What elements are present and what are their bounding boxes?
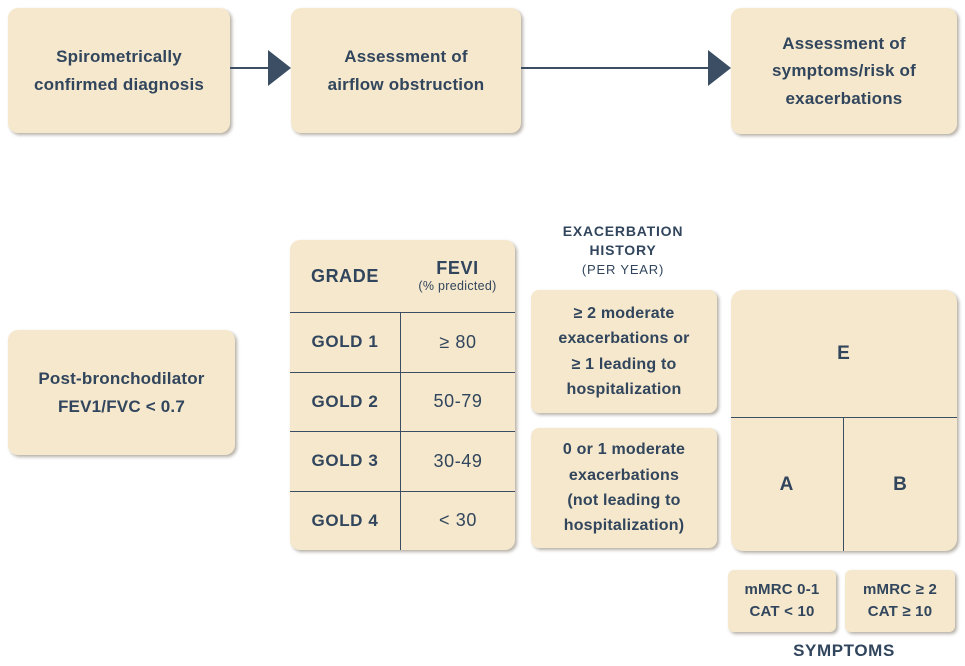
exacerbation-title-line3: (PER YEAR) bbox=[581, 261, 665, 277]
gold-4-grade-cell: GOLD 4 bbox=[311, 510, 379, 530]
fevi-header-subtext: (% predicted) bbox=[418, 279, 497, 294]
group-b-cell: B bbox=[844, 418, 957, 551]
high-risk-exacerbation-box: ≥ 2 moderate exacerbations or ≥ 1 leadin… bbox=[531, 290, 717, 413]
flow-step-confirmed-diagnosis-label: Spirometrically confirmed diagnosis bbox=[33, 47, 205, 94]
low-risk-exacerbation-box: 0 or 1 moderate exacerbations (not leadi… bbox=[531, 428, 717, 548]
exacerbation-title-line1: EXACERBATION bbox=[562, 223, 684, 239]
gold-2-value-cell: 50-79 bbox=[400, 372, 515, 431]
table-row: GOLD 1 ≥ 80 bbox=[290, 312, 515, 372]
gold-3-grade-cell: GOLD 3 bbox=[311, 451, 379, 471]
fevi-column-header: FEVI (% predicted) bbox=[400, 258, 515, 295]
gold-3-value-cell: 30-49 bbox=[400, 432, 515, 491]
exacerbation-history-title: EXACERBATION HISTORY (PER YEAR) bbox=[523, 222, 723, 279]
grade-table-header: GRADE FEVI (% predicted) bbox=[290, 240, 515, 312]
group-a-cell: A bbox=[731, 418, 844, 551]
symptoms-low-box: mMRC 0-1 CAT < 10 bbox=[728, 570, 836, 632]
symptoms-axis-label: SYMPTOMS bbox=[793, 641, 895, 660]
symptoms-low-label: mMRC 0-1 CAT < 10 bbox=[744, 580, 820, 621]
gold-2-grade-cell: GOLD 2 bbox=[311, 391, 379, 411]
gold-1-grade-cell: GOLD 1 bbox=[311, 332, 379, 352]
gold-grade-table: GRADE FEVI (% predicted) GOLD 1 ≥ 80 GOL… bbox=[290, 240, 515, 550]
group-a-label: A bbox=[779, 473, 795, 495]
flow-step-confirmed-diagnosis: Spirometrically confirmed diagnosis bbox=[8, 8, 230, 133]
group-b-label: B bbox=[893, 473, 908, 495]
flow-arrow-2-line bbox=[521, 67, 711, 69]
fevi-header-label: FEVI bbox=[436, 257, 479, 278]
high-risk-exacerbation-label: ≥ 2 moderate exacerbations or ≥ 1 leadin… bbox=[558, 304, 690, 398]
gold-4-value-cell: < 30 bbox=[400, 491, 515, 550]
flow-arrow-1-line bbox=[230, 67, 272, 69]
flow-arrow-2-right-icon bbox=[708, 50, 731, 86]
table-row: GOLD 2 50-79 bbox=[290, 371, 515, 431]
symptoms-high-box: mMRC ≥ 2 CAT ≥ 10 bbox=[845, 570, 955, 632]
table-row: GOLD 4 < 30 bbox=[290, 490, 515, 550]
abe-assessment-grid: E A B bbox=[731, 290, 957, 551]
table-row: GOLD 3 30-49 bbox=[290, 431, 515, 491]
flow-arrow-1-right-icon bbox=[268, 50, 291, 86]
low-risk-exacerbation-label: 0 or 1 moderate exacerbations (not leadi… bbox=[562, 441, 686, 535]
group-e-cell: E bbox=[731, 290, 957, 418]
flow-step-airflow-obstruction-label: Assessment of airflow obstruction bbox=[327, 47, 485, 94]
group-e-label: E bbox=[837, 342, 851, 364]
exacerbation-title-line2: HISTORY bbox=[589, 242, 657, 259]
flow-step-symptoms-risk-label: Assessment of symptoms/risk of exacerbat… bbox=[772, 34, 916, 108]
flow-step-symptoms-risk: Assessment of symptoms/risk of exacerbat… bbox=[731, 8, 957, 134]
abe-grid-bottom-row: A B bbox=[731, 418, 957, 551]
post-bronchodilator-label: Post-bronchodilator FEV1/FVC < 0.7 bbox=[38, 369, 205, 416]
post-bronchodilator-box: Post-bronchodilator FEV1/FVC < 0.7 bbox=[8, 330, 235, 455]
symptoms-high-label: mMRC ≥ 2 CAT ≥ 10 bbox=[862, 580, 937, 621]
gold-1-value-cell: ≥ 80 bbox=[400, 313, 515, 372]
flow-step-airflow-obstruction: Assessment of airflow obstruction bbox=[291, 8, 521, 133]
grade-column-header: GRADE bbox=[310, 265, 379, 286]
